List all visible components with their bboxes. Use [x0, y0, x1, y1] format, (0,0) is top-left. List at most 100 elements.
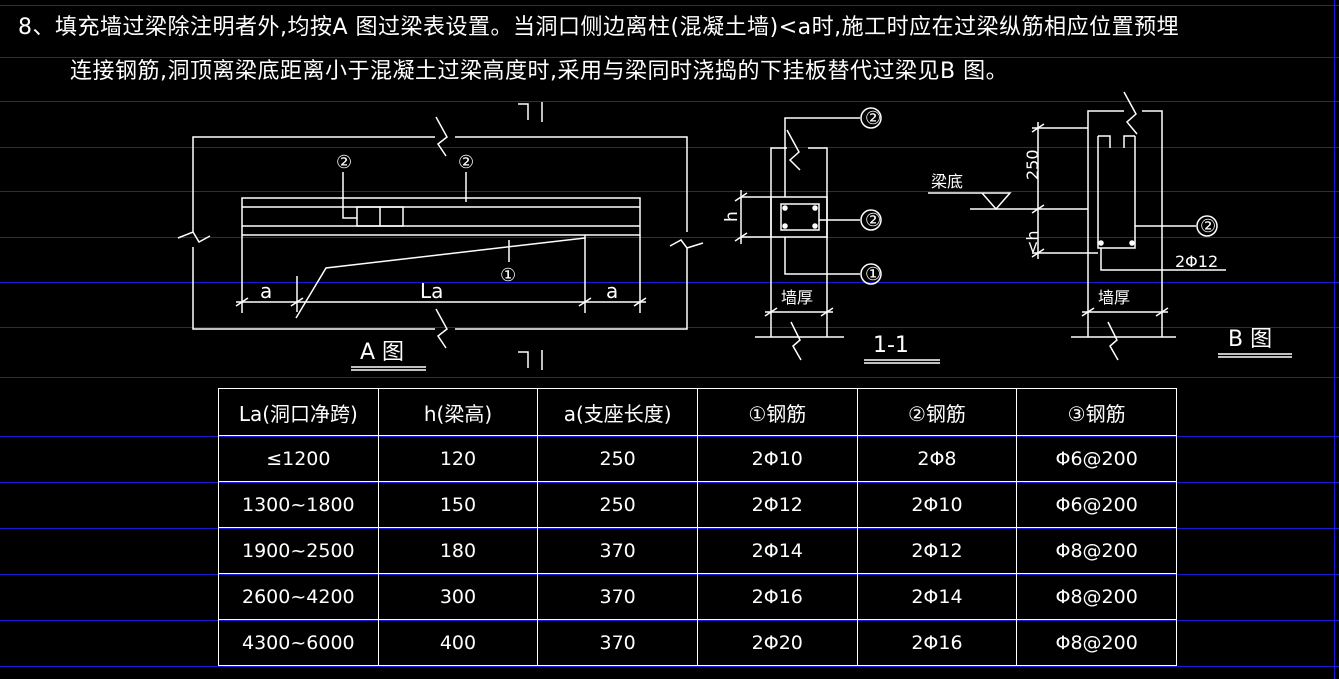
grid-line — [0, 377, 1339, 378]
break-line — [1107, 321, 1119, 361]
table-cell: 370 — [537, 573, 698, 620]
grid-line — [1334, 0, 1335, 679]
lintel-beam — [241, 197, 641, 236]
dimension-tick — [235, 297, 249, 307]
figure-a-rebar2-left: ② — [336, 152, 352, 173]
table-row: ≤1200 120 250 2Φ10 2Φ8 Φ6@200 — [218, 435, 1177, 482]
dimension-tick — [1155, 307, 1169, 317]
wall-outline — [192, 136, 435, 232]
table-cell: 180 — [377, 527, 539, 574]
dimension-tick — [1031, 248, 1045, 258]
col-header-h: h(梁高) — [377, 388, 539, 436]
note-line-1: 8、填充墙过梁除注明者外,均按A 图过梁表设置。当洞口侧边离柱(混凝土墙)<a时… — [18, 15, 1180, 40]
note-line-2: 连接钢筋,洞顶离梁底距离小于混凝土过梁高度时,采用与梁同时浇捣的下挂板替代过梁见… — [70, 59, 1009, 84]
table-cell: 2Φ10 — [856, 481, 1018, 528]
col-header-la: La(洞口净跨) — [218, 388, 379, 436]
wall-outline — [770, 147, 787, 337]
dimension-tick — [734, 232, 748, 242]
break-line — [669, 239, 704, 249]
wall-outline — [455, 136, 688, 232]
figure-a-rebar1: ① — [500, 265, 516, 286]
section-mark — [518, 103, 529, 120]
table-cell: Φ8@200 — [1016, 619, 1177, 666]
rebar-dot — [1098, 240, 1104, 246]
table-cell: 2Φ8 — [856, 435, 1018, 482]
figure-b-wall-label: 墙厚 — [1098, 288, 1130, 307]
figure-b — [928, 91, 1292, 361]
figure-b-rebar-spec: 2Φ12 — [1175, 252, 1218, 271]
callout-circle — [1196, 215, 1218, 237]
table-cell: 2Φ14 — [696, 527, 858, 574]
section-mark — [518, 351, 529, 368]
dimension-tick — [1031, 123, 1045, 133]
table-cell: ≤1200 — [218, 435, 379, 482]
rebar-dot — [812, 223, 818, 229]
table-cell: 400 — [377, 619, 539, 666]
beam-section — [770, 196, 828, 238]
table-cell: 1300~1800 — [218, 481, 379, 528]
table-cell: Φ8@200 — [1016, 573, 1177, 620]
table-row: 2600~4200 300 370 2Φ16 2Φ14 Φ8@200 — [218, 573, 1177, 620]
dimension-tick — [633, 297, 647, 307]
break-line — [177, 231, 211, 244]
table-cell: Φ6@200 — [1016, 435, 1177, 482]
figure-b-dim-lt-h: <h — [1023, 230, 1042, 254]
dimension-tick — [764, 307, 778, 317]
dimension-tick — [578, 297, 592, 307]
callout-circle — [860, 263, 882, 285]
table-cell: 2600~4200 — [218, 573, 379, 620]
dimension-tick — [1081, 307, 1095, 317]
leader-line — [342, 172, 357, 219]
wall-outline — [192, 247, 435, 330]
wall-outline — [1087, 110, 1124, 337]
col-header-a: a(支座长度) — [537, 388, 698, 436]
leader-line — [1100, 248, 1226, 271]
table-row: 1900~2500 180 370 2Φ14 2Φ12 Φ8@200 — [218, 527, 1177, 574]
grid-line — [0, 282, 1339, 283]
stirrup — [1097, 136, 1136, 249]
table-cell: 4300~6000 — [218, 619, 379, 666]
figure-a — [177, 102, 704, 371]
table-row: 4300~6000 400 370 2Φ20 2Φ16 Φ8@200 — [218, 619, 1177, 666]
table-cell: Φ6@200 — [1016, 481, 1177, 528]
table-cell: 2Φ10 — [696, 435, 858, 482]
table-cell: 1900~2500 — [218, 527, 379, 574]
rebar-dot — [812, 205, 818, 211]
table-cell: 2Φ16 — [856, 619, 1018, 666]
dimension-tick — [734, 192, 748, 202]
table-cell: 2Φ16 — [696, 573, 858, 620]
grid-line — [0, 101, 1339, 102]
dimension-tick — [820, 307, 834, 317]
table-cell: 250 — [537, 435, 698, 482]
table-cell: 120 — [377, 435, 539, 482]
col-header-rebar3: ③钢筋 — [1016, 388, 1177, 436]
section-title: 1-1 — [873, 333, 909, 358]
grid-line — [0, 147, 1339, 148]
stirrup-hook — [1098, 135, 1111, 148]
figure-b-rebar2: ② — [1200, 216, 1216, 237]
section-dim-h: h — [722, 211, 742, 222]
section-rebar2-top: ② — [865, 108, 881, 129]
figure-a-dim-a-right: a — [606, 279, 618, 303]
break-line — [435, 308, 448, 349]
break-line — [435, 116, 448, 157]
grid-line — [0, 191, 1339, 192]
wall-outline — [808, 147, 828, 337]
section-rebar2-mid: ② — [865, 210, 881, 231]
figure-a-title: A 图 — [360, 340, 404, 365]
table-cell: 370 — [537, 527, 698, 574]
figure-a-dim-a-left: a — [260, 279, 272, 303]
table-cell: Φ8@200 — [1016, 527, 1177, 574]
stirrup — [780, 203, 820, 231]
grid-line — [0, 237, 1339, 238]
grid-line — [0, 666, 1339, 667]
table-cell: 370 — [537, 619, 698, 666]
rebar-dot — [782, 205, 788, 211]
table-cell: 150 — [377, 481, 539, 528]
table-cell: 250 — [537, 481, 698, 528]
break-line — [790, 321, 802, 361]
table-cell: 2Φ14 — [856, 573, 1018, 620]
grid-line — [0, 57, 1339, 58]
